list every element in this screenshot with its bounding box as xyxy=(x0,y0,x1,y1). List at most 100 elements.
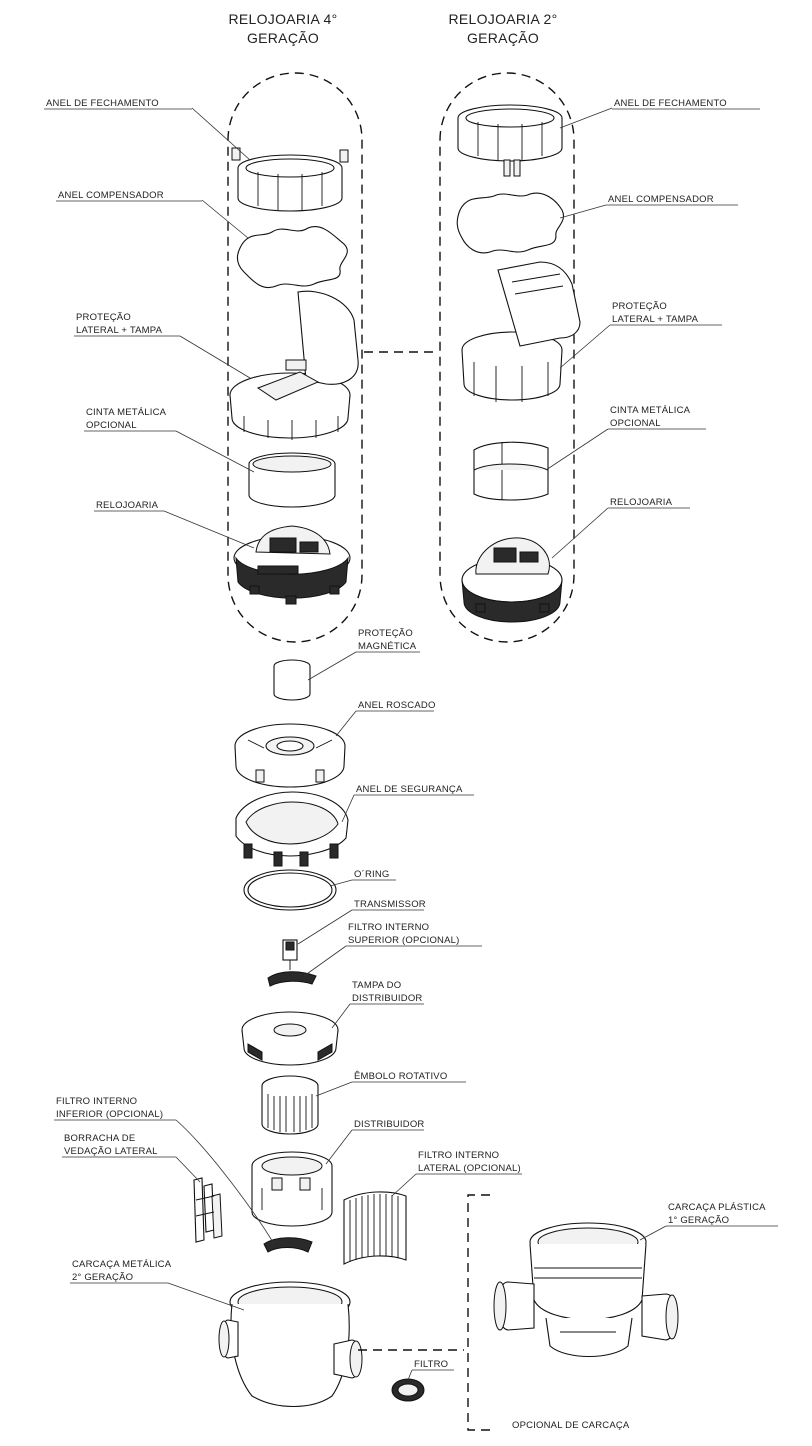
svg-text:FILTRO INTERNO: FILTRO INTERNO xyxy=(348,922,429,933)
svg-text:OPCIONAL: OPCIONAL xyxy=(610,418,661,429)
anel-compensador-right-part xyxy=(456,192,564,254)
label-carcaca-metalica: CARCAÇA METÁLICA 2° GERAÇÃO xyxy=(70,1259,172,1284)
svg-text:TAMPA DO: TAMPA DO xyxy=(352,980,401,991)
header-left: RELOJOARIA 4° GERAÇÃO xyxy=(228,11,337,46)
svg-text:PROTEÇÃO: PROTEÇÃO xyxy=(612,301,667,312)
svg-text:2° GERAÇÃO: 2° GERAÇÃO xyxy=(72,1272,133,1283)
distribuidor-part xyxy=(251,1151,333,1227)
label-relojoaria-right: RELOJOARIA xyxy=(608,497,690,509)
embolo-rotativo-part xyxy=(261,1075,319,1135)
svg-text:LATERAL (OPCIONAL): LATERAL (OPCIONAL) xyxy=(418,1163,521,1174)
svg-text:OPCIONAL: OPCIONAL xyxy=(86,420,137,431)
svg-text:ANEL DE SEGURANÇA: ANEL DE SEGURANÇA xyxy=(356,784,463,795)
label-anel-fechamento-right: ANEL DE FECHAMENTO xyxy=(612,98,760,110)
svg-text:LATERAL + TAMPA: LATERAL + TAMPA xyxy=(76,325,163,336)
svg-text:BORRACHA DE: BORRACHA DE xyxy=(64,1133,135,1144)
label-anel-roscado: ANEL ROSCADO xyxy=(356,700,436,712)
capsule-right xyxy=(439,72,575,643)
label-oring: O´RING xyxy=(352,869,396,881)
svg-text:ANEL ROSCADO: ANEL ROSCADO xyxy=(358,700,436,711)
svg-text:DISTRIBUIDOR: DISTRIBUIDOR xyxy=(354,1119,425,1130)
filtro-superior-part xyxy=(267,971,317,987)
svg-text:1° GERAÇÃO: 1° GERAÇÃO xyxy=(668,1215,729,1226)
cinta-metalica-right-part xyxy=(473,441,549,501)
header-right-line1: RELOJOARIA 2° xyxy=(448,11,557,27)
label-protecao-lateral-left: PROTEÇÃO LATERAL + TAMPA xyxy=(74,312,180,337)
protecao-lateral-left-part xyxy=(229,290,359,440)
anel-roscado-part xyxy=(234,723,346,788)
oring-part xyxy=(243,869,337,911)
svg-text:ANEL DE FECHAMENTO: ANEL DE FECHAMENTO xyxy=(46,98,159,109)
label-anel-seguranca: ANEL DE SEGURANÇA xyxy=(354,784,474,796)
label-anel-fechamento-left: ANEL DE FECHAMENTO xyxy=(44,98,192,110)
svg-text:ANEL COMPENSADOR: ANEL COMPENSADOR xyxy=(608,194,714,205)
svg-text:SUPERIOR (OPCIONAL): SUPERIOR (OPCIONAL) xyxy=(348,935,459,946)
header-right: RELOJOARIA 2° GERAÇÃO xyxy=(448,11,557,46)
anel-seguranca-part xyxy=(235,791,349,867)
svg-text:FILTRO INTERNO: FILTRO INTERNO xyxy=(56,1096,137,1107)
label-filtro-lateral: FILTRO INTERNO LATERAL (OPCIONAL) xyxy=(416,1150,522,1175)
capsule-left xyxy=(227,72,363,643)
svg-text:TRANSMISSOR: TRANSMISSOR xyxy=(354,899,426,910)
svg-text:ANEL COMPENSADOR: ANEL COMPENSADOR xyxy=(58,190,164,201)
svg-text:INFERIOR (OPCIONAL): INFERIOR (OPCIONAL) xyxy=(56,1109,163,1120)
label-borracha-vedacao: BORRACHA DE VEDAÇÃO LATERAL xyxy=(62,1133,176,1158)
label-tampa-distribuidor: TAMPA DO DISTRIBUIDOR xyxy=(350,980,424,1005)
label-transmissor: TRANSMISSOR xyxy=(352,899,426,911)
leader-lines xyxy=(163,107,667,1381)
label-distribuidor: DISTRIBUIDOR xyxy=(352,1119,425,1131)
label-filtro-inferior: FILTRO INTERNO INFERIOR (OPCIONAL) xyxy=(54,1096,176,1121)
transmissor-part xyxy=(282,939,298,970)
label-filtro-superior: FILTRO INTERNO SUPERIOR (OPCIONAL) xyxy=(346,922,482,947)
anel-fechamento-left-part xyxy=(231,147,349,212)
svg-text:FILTRO: FILTRO xyxy=(414,1359,448,1370)
label-cinta-metalica-right: CINTA METÁLICA OPCIONAL xyxy=(608,405,706,430)
svg-text:MAGNÉTICA: MAGNÉTICA xyxy=(358,641,417,652)
header-right-line2: GERAÇÃO xyxy=(467,30,539,46)
svg-text:OPCIONAL DE CARCAÇA: OPCIONAL DE CARCAÇA xyxy=(512,1420,630,1431)
svg-text:CINTA METÁLICA: CINTA METÁLICA xyxy=(610,405,691,416)
carcaca-plastica-part xyxy=(493,1222,679,1358)
filtro-part xyxy=(391,1378,425,1402)
svg-text:RELOJOARIA: RELOJOARIA xyxy=(610,497,673,508)
carcaca-option-bracket xyxy=(467,1194,490,1431)
cinta-metalica-left-part xyxy=(248,452,336,508)
anel-compensador-left-part xyxy=(236,226,348,289)
label-anel-compensador-right: ANEL COMPENSADOR xyxy=(606,194,738,206)
svg-text:PROTEÇÃO: PROTEÇÃO xyxy=(358,628,413,639)
label-cinta-metalica-left: CINTA METÁLICA OPCIONAL xyxy=(84,407,176,432)
svg-text:VEDAÇÃO LATERAL: VEDAÇÃO LATERAL xyxy=(64,1146,158,1157)
svg-text:ÊMBOLO ROTATIVO: ÊMBOLO ROTATIVO xyxy=(354,1071,447,1082)
header-left-line2: GERAÇÃO xyxy=(247,30,319,46)
svg-text:DISTRIBUIDOR: DISTRIBUIDOR xyxy=(352,993,423,1004)
svg-text:LATERAL + TAMPA: LATERAL + TAMPA xyxy=(612,314,699,325)
svg-text:CINTA METÁLICA: CINTA METÁLICA xyxy=(86,407,167,418)
svg-text:PROTEÇÃO: PROTEÇÃO xyxy=(76,312,131,323)
svg-text:ANEL DE FECHAMENTO: ANEL DE FECHAMENTO xyxy=(614,98,727,109)
carcaca-metalica-part xyxy=(218,1281,363,1408)
borracha-vedacao-part xyxy=(193,1177,223,1243)
svg-text:CARCAÇA PLÁSTICA: CARCAÇA PLÁSTICA xyxy=(668,1202,766,1213)
filtro-lateral-part xyxy=(343,1191,407,1265)
label-anel-compensador-left: ANEL COMPENSADOR xyxy=(56,190,202,202)
header-left-line1: RELOJOARIA 4° xyxy=(228,11,337,27)
anel-fechamento-right-part xyxy=(457,104,563,177)
svg-text:RELOJOARIA: RELOJOARIA xyxy=(96,500,159,511)
relojoaria-left-part xyxy=(233,525,351,605)
protecao-magnetica-part xyxy=(273,659,311,701)
label-embolo-rotativo: ÊMBOLO ROTATIVO xyxy=(352,1071,466,1083)
svg-text:CARCAÇA METÁLICA: CARCAÇA METÁLICA xyxy=(72,1259,172,1270)
label-carcaca-plastica: CARCAÇA PLÁSTICA 1° GERAÇÃO xyxy=(666,1202,778,1227)
label-protecao-lateral-right: PROTEÇÃO LATERAL + TAMPA xyxy=(610,301,722,326)
label-relojoaria-left: RELOJOARIA xyxy=(94,500,164,512)
svg-text:O´RING: O´RING xyxy=(354,869,390,880)
label-opcional-carcaca: OPCIONAL DE CARCAÇA xyxy=(512,1420,630,1431)
label-protecao-magnetica: PROTEÇÃO MAGNÉTICA xyxy=(356,628,420,653)
relojoaria-right-part xyxy=(461,537,563,623)
tampa-distribuidor-part xyxy=(241,1011,339,1066)
svg-text:FILTRO INTERNO: FILTRO INTERNO xyxy=(418,1150,499,1161)
label-filtro: FILTRO xyxy=(412,1359,454,1371)
filtro-inferior-part xyxy=(263,1237,313,1253)
